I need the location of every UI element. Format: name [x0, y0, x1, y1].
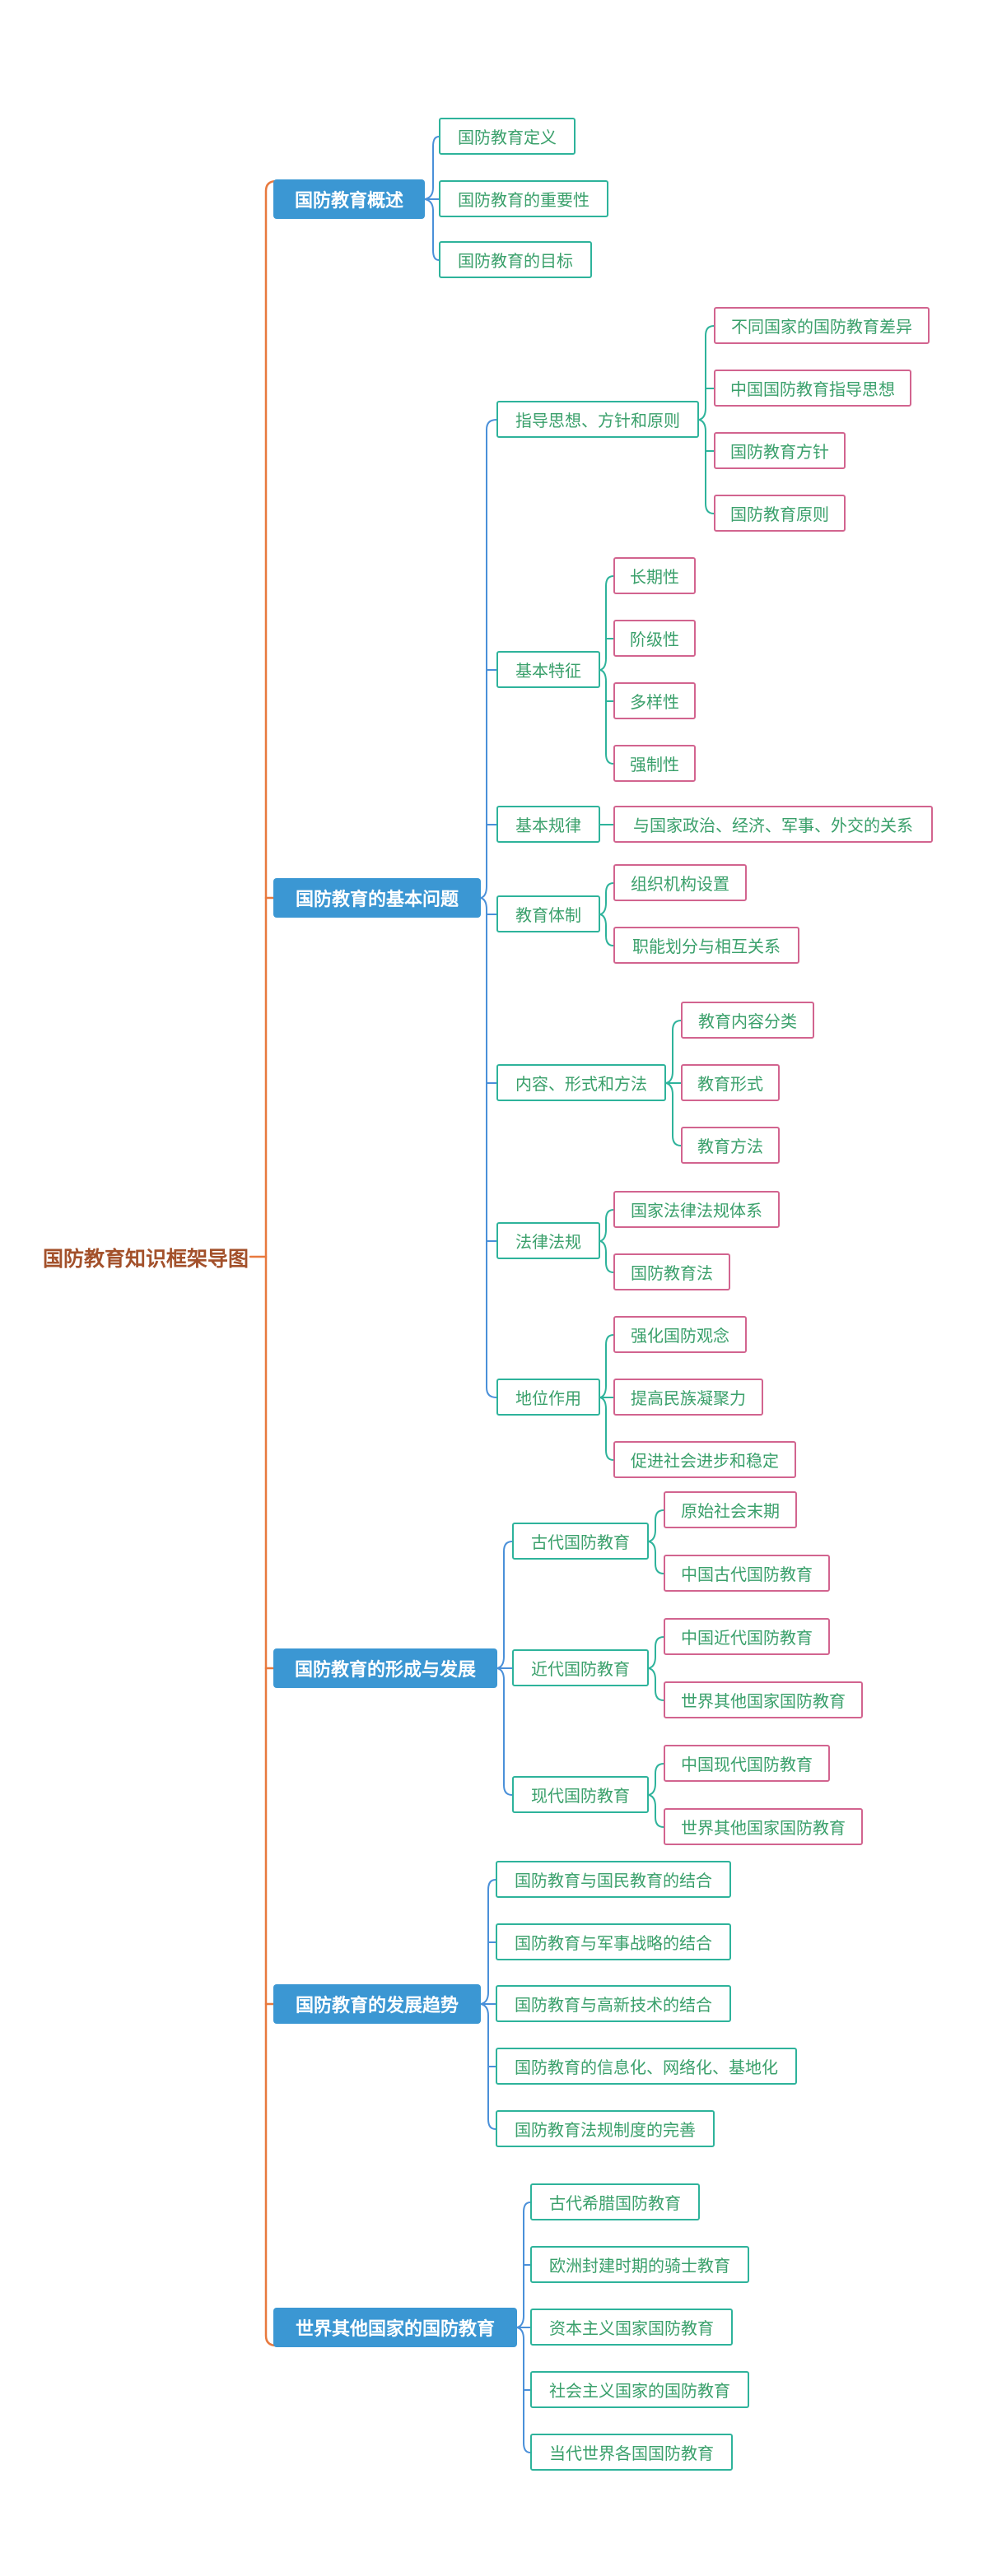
subtopic-node[interactable]: 中国近代国防教育	[664, 1618, 830, 1655]
subtopic-node[interactable]: 与国家政治、经济、军事、外交的关系	[613, 806, 933, 843]
branch-node[interactable]: 国防教育的基本问题	[273, 878, 481, 918]
subtopic-node[interactable]: 教育方法	[681, 1127, 780, 1164]
subtopic-node[interactable]: 国防教育法	[613, 1253, 730, 1290]
subtopic-node[interactable]: 中国国防教育指导思想	[714, 370, 911, 407]
topic-node[interactable]: 内容、形式和方法	[496, 1064, 666, 1101]
topic-brace-line	[599, 1334, 614, 1461]
subtopic-node[interactable]: 教育形式	[681, 1064, 780, 1101]
topic-brace-line	[599, 882, 614, 946]
topic-node[interactable]: 当代世界各国国防教育	[530, 2434, 733, 2471]
topic-node[interactable]: 古代国防教育	[512, 1523, 649, 1560]
topic-brace-line	[648, 1509, 664, 1574]
topic-node[interactable]: 基本特征	[496, 651, 600, 688]
subtopic-node[interactable]: 强化国防观念	[613, 1316, 747, 1353]
subtopic-node[interactable]: 国防教育方针	[714, 432, 846, 469]
subtopic-node[interactable]: 提高民族凝聚力	[613, 1379, 763, 1416]
topic-node[interactable]: 国防教育的目标	[439, 241, 592, 278]
topic-node[interactable]: 教育体制	[496, 895, 600, 932]
topic-node[interactable]: 基本规律	[496, 806, 600, 843]
trunk-line	[264, 179, 278, 2347]
subtopic-node[interactable]: 世界其他国家国防教育	[664, 1808, 863, 1845]
topic-brace-line	[599, 1209, 614, 1273]
topic-node[interactable]: 国防教育的重要性	[439, 180, 608, 217]
subtopic-node[interactable]: 世界其他国家国防教育	[664, 1681, 863, 1718]
branch-node[interactable]: 国防教育概述	[273, 179, 425, 219]
topic-brace-line	[665, 1020, 682, 1146]
branch-brace-line	[424, 136, 440, 261]
topic-node[interactable]: 现代国防教育	[512, 1776, 649, 1813]
topic-node[interactable]: 国防教育的信息化、网络化、基地化	[496, 2048, 797, 2085]
topic-brace-line	[698, 325, 715, 514]
subtopic-node[interactable]: 促进社会进步和稳定	[613, 1441, 796, 1478]
subtopic-node[interactable]: 教育内容分类	[681, 1002, 814, 1039]
topic-node[interactable]: 古代希腊国防教育	[530, 2183, 700, 2220]
topic-brace-line	[648, 1636, 664, 1701]
subtopic-node[interactable]: 中国现代国防教育	[664, 1745, 830, 1782]
topic-node[interactable]: 国防教育与国民教育的结合	[496, 1861, 731, 1898]
subtopic-node[interactable]: 阶级性	[613, 620, 696, 657]
subtopic-node[interactable]: 长期性	[613, 557, 696, 594]
topic-node[interactable]: 国防教育定义	[439, 118, 576, 155]
topic-node[interactable]: 欧洲封建时期的骑士教育	[530, 2246, 749, 2283]
topic-node[interactable]: 国防教育与高新技术的结合	[496, 1985, 731, 2022]
branch-node[interactable]: 国防教育的形成与发展	[273, 1648, 497, 1688]
branch-brace-line	[480, 1879, 496, 2130]
branch-brace-line	[496, 1541, 513, 1796]
topic-node[interactable]: 法律法规	[496, 1222, 600, 1259]
subtopic-node[interactable]: 原始社会末期	[664, 1491, 797, 1528]
branch-brace-line	[480, 419, 497, 1398]
subtopic-node[interactable]: 组织机构设置	[613, 864, 747, 901]
topic-brace-line	[648, 1763, 664, 1828]
subtopic-node[interactable]: 职能划分与相互关系	[613, 927, 799, 964]
topic-node[interactable]: 近代国防教育	[512, 1649, 649, 1686]
branch-node[interactable]: 世界其他国家的国防教育	[273, 2308, 517, 2347]
topic-brace-line	[599, 575, 614, 765]
subtopic-node[interactable]: 国防教育原则	[714, 495, 846, 532]
topic-node[interactable]: 指导思想、方针和原则	[496, 401, 699, 438]
subtopic-node[interactable]: 不同国家的国防教育差异	[714, 307, 930, 344]
subtopic-node[interactable]: 多样性	[613, 682, 696, 719]
subtopic-node[interactable]: 强制性	[613, 745, 696, 782]
branch-brace-line	[516, 2202, 531, 2453]
topic-node[interactable]: 社会主义国家的国防教育	[530, 2371, 749, 2408]
subtopic-node[interactable]: 国家法律法规体系	[613, 1191, 780, 1228]
topic-node[interactable]: 资本主义国家国防教育	[530, 2309, 733, 2346]
topic-node[interactable]: 国防教育法规制度的完善	[496, 2110, 715, 2147]
topic-node[interactable]: 地位作用	[496, 1379, 600, 1416]
subtopic-node[interactable]: 中国古代国防教育	[664, 1555, 830, 1592]
branch-node[interactable]: 国防教育的发展趋势	[273, 1984, 481, 2024]
topic-node[interactable]: 国防教育与军事战略的结合	[496, 1923, 731, 1960]
root-node[interactable]: 国防教育知识框架导图	[43, 1248, 249, 1271]
